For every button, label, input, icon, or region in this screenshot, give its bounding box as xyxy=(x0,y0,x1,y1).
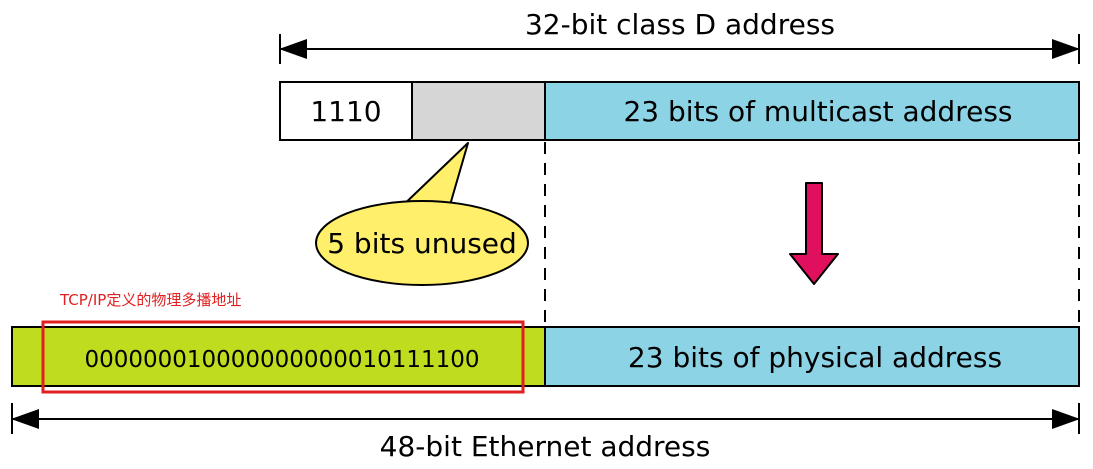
annotation-label: TCP/IP定义的物理多播地址 xyxy=(59,291,241,309)
unused-callout: 5 bits unused xyxy=(315,142,529,286)
multicast-field-label: 23 bits of multicast address xyxy=(623,95,1012,128)
callout-seam-cover xyxy=(399,203,446,215)
unused-bits-box xyxy=(411,81,546,141)
down-arrow-icon xyxy=(789,182,839,285)
callout-pointer xyxy=(395,142,469,213)
prefix-bits-label: 1110 xyxy=(310,95,381,128)
multicast-field-box xyxy=(544,81,1080,141)
ethernet-prefix-label: 000000010000000000010111100 xyxy=(84,347,479,373)
ethernet-prefix-box xyxy=(11,326,546,387)
unused-callout-label: 5 bits unused xyxy=(327,227,517,260)
ethernet-label: 48-bit Ethernet address xyxy=(380,430,711,463)
prefix-bits-box xyxy=(279,81,413,141)
ethernet-dimension: 48-bit Ethernet address xyxy=(11,403,1080,463)
class-d-address-row: 1110 23 bits of multicast address xyxy=(279,81,1080,141)
callout-bubble xyxy=(315,200,529,286)
class-d-dimension: 32-bit class D address xyxy=(279,8,1080,64)
class-d-label: 32-bit class D address xyxy=(525,8,835,41)
annotation-highlight-box xyxy=(41,320,525,394)
physical-field-box xyxy=(544,326,1080,387)
physical-field-label: 23 bits of physical address xyxy=(628,341,1002,374)
ethernet-address-row: 000000010000000000010111100 23 bits of p… xyxy=(11,320,1080,394)
